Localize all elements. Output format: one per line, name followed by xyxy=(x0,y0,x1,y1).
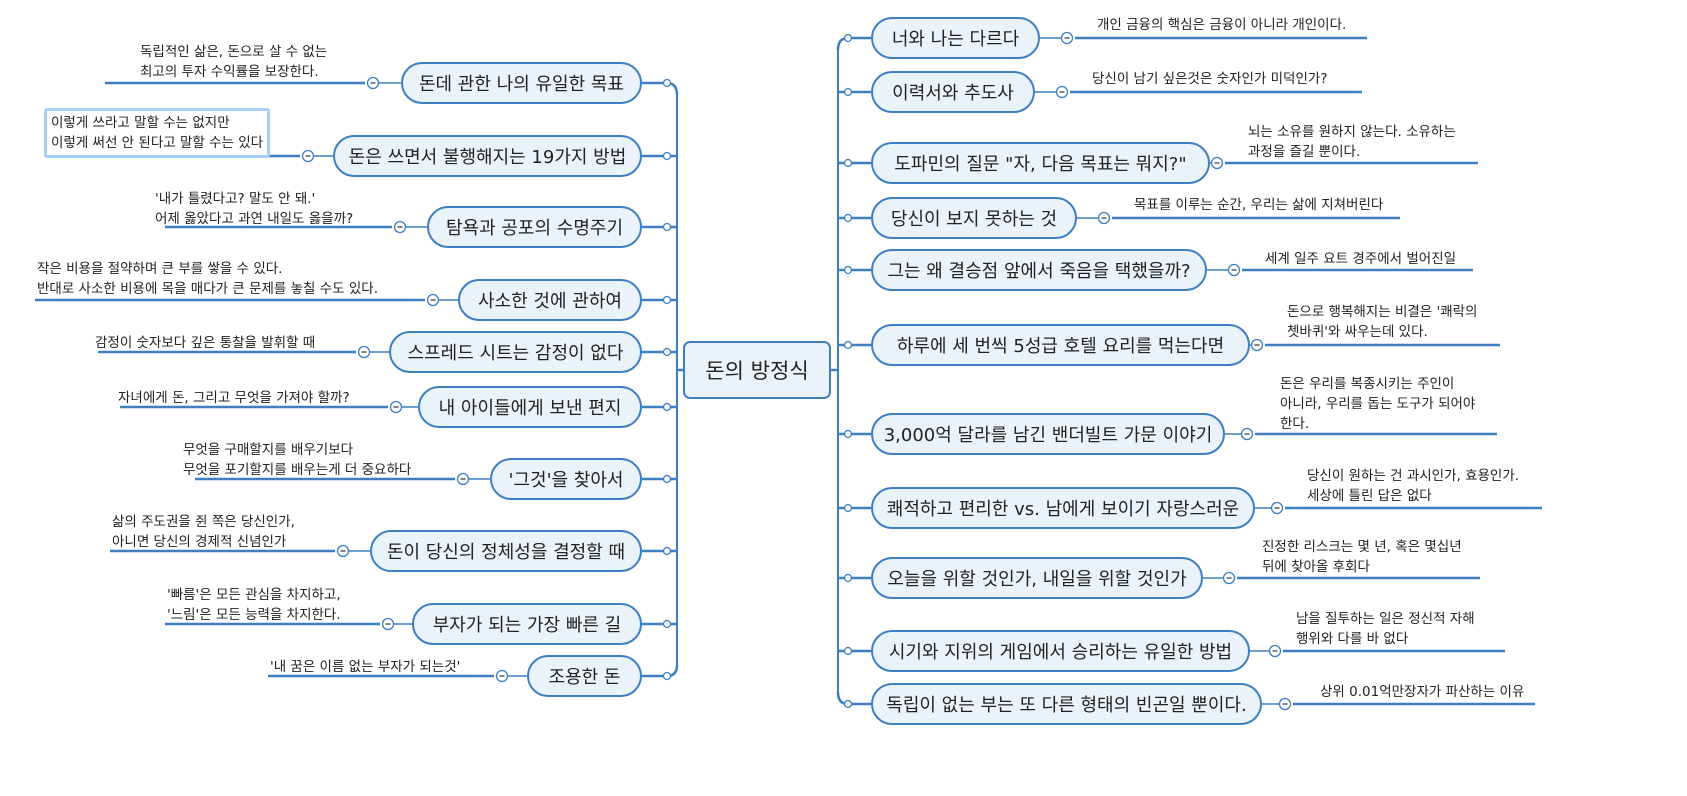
branch-handle[interactable] xyxy=(662,546,672,556)
branch-handle[interactable] xyxy=(662,402,672,412)
branch-connector xyxy=(836,36,871,51)
note-left-2[interactable]: 이렇게 쓰라고 말할 수는 없지만 이렇게 써선 안 된다고 말할 수는 있다 xyxy=(44,108,271,158)
note-right-8[interactable]: 당신이 원하는 건 과시인가, 효용인가. 세상에 틀린 답은 없다 xyxy=(1307,468,1520,504)
collapse-toggle[interactable] xyxy=(389,400,403,414)
branch-handle[interactable] xyxy=(662,78,672,88)
branch-handle[interactable] xyxy=(843,646,853,656)
topic-right-3[interactable]: 도파민의 질문 "자, 다음 목표는 뭐지?" xyxy=(871,142,1210,184)
note-right-2[interactable]: 당신이 남기 싶은것은 숫자인가 미덕인가? xyxy=(1092,71,1328,87)
branch-handle[interactable] xyxy=(662,151,672,161)
collapse-toggle[interactable] xyxy=(1210,156,1224,170)
branch-handle[interactable] xyxy=(843,429,853,439)
collapse-toggle[interactable] xyxy=(1268,644,1282,658)
branch-handle[interactable] xyxy=(843,158,853,168)
collapse-toggle[interactable] xyxy=(1270,501,1284,515)
note-right-9[interactable]: 진정한 리스크는 몇 년, 혹은 몇십년 뒤에 찾아올 후회다 xyxy=(1262,539,1462,575)
collapse-toggle[interactable] xyxy=(1227,263,1241,277)
note-right-10[interactable]: 남을 질투하는 일은 정신적 자해 행위와 다를 바 없다 xyxy=(1296,611,1475,647)
note-left-8[interactable]: 삶의 주도권을 쥔 쪽은 당신인가, 아니면 당신의 경제적 신념인가 xyxy=(112,514,295,550)
note-right-3[interactable]: 뇌는 소유를 원하지 않는다. 소유하는 과정을 즐길 뿐이다. xyxy=(1248,124,1456,160)
topic-left-8[interactable]: 돈이 당신의 정체성을 결정할 때 xyxy=(370,530,642,572)
topic-right-8[interactable]: 쾌적하고 편리한 vs. 남에게 보이기 자랑스러운 xyxy=(871,487,1255,529)
collapse-toggle[interactable] xyxy=(1055,85,1069,99)
central-topic[interactable]: 돈의 방정식 xyxy=(683,341,831,399)
topic-right-6[interactable]: 하루에 세 번씩 5성급 호텔 요리를 먹는다면 xyxy=(871,324,1250,366)
branch-handle[interactable] xyxy=(662,222,672,232)
branch-connector xyxy=(642,664,679,678)
collapse-toggle[interactable] xyxy=(381,617,395,631)
branch-handle[interactable] xyxy=(843,340,853,350)
note-right-4[interactable]: 목표를 이루는 순간, 우리는 삶에 지쳐버린다 xyxy=(1134,197,1384,213)
branch-connector xyxy=(836,691,871,706)
topic-right-10[interactable]: 시기와 지위의 게임에서 승리하는 유일한 방법 xyxy=(871,630,1250,672)
topic-right-2[interactable]: 이력서와 추도사 xyxy=(871,71,1035,113)
collapse-toggle[interactable] xyxy=(393,220,407,234)
branch-handle[interactable] xyxy=(662,347,672,357)
branch-handle[interactable] xyxy=(662,619,672,629)
collapse-toggle[interactable] xyxy=(357,345,371,359)
note-left-1[interactable]: 독립적인 삶은, 돈으로 살 수 없는 최고의 투자 수익률을 보장한다. xyxy=(140,44,328,80)
note-left-3[interactable]: '내가 틀렸다고? 말도 안 돼.' 어제 옳았다고 과연 내일도 옳을까? xyxy=(155,191,354,227)
collapse-toggle[interactable] xyxy=(1222,571,1236,585)
topic-right-4[interactable]: 당신이 보지 못하는 것 xyxy=(871,197,1077,239)
topic-right-9[interactable]: 오늘을 위할 것인가, 내일을 위할 것인가 xyxy=(871,557,1203,599)
topic-right-5[interactable]: 그는 왜 결승점 앞에서 죽음을 택했을까? xyxy=(871,249,1207,291)
topic-left-7[interactable]: '그것'을 찾아서 xyxy=(490,458,642,500)
branch-handle[interactable] xyxy=(662,474,672,484)
topic-left-5[interactable]: 스프레드 시트는 감정이 없다 xyxy=(389,331,642,373)
note-left-7[interactable]: 무엇을 구매할지를 배우기보다 무엇을 포기할지를 배우는게 더 중요하다 xyxy=(183,442,412,478)
branch-handle[interactable] xyxy=(843,265,853,275)
topic-left-1[interactable]: 돈데 관한 나의 유일한 목표 xyxy=(401,62,642,104)
branch-handle[interactable] xyxy=(843,87,853,97)
branch-handle[interactable] xyxy=(843,573,853,583)
collapse-toggle[interactable] xyxy=(1060,31,1074,45)
note-left-6[interactable]: 자녀에게 돈, 그리고 무엇을 가져야 할까? xyxy=(118,390,350,406)
note-right-5[interactable]: 세계 일주 요트 경주에서 벌어진일 xyxy=(1265,251,1457,267)
topic-left-2[interactable]: 돈은 쓰면서 불행해지는 19가지 방법 xyxy=(333,135,642,177)
collapse-toggle[interactable] xyxy=(426,293,440,307)
branch-handle[interactable] xyxy=(843,699,853,709)
collapse-toggle[interactable] xyxy=(1240,427,1254,441)
topic-right-11[interactable]: 독립이 없는 부는 또 다른 형태의 빈곤일 뿐이다. xyxy=(871,683,1262,725)
collapse-toggle[interactable] xyxy=(456,472,470,486)
branch-handle[interactable] xyxy=(843,503,853,513)
collapse-toggle[interactable] xyxy=(366,76,380,90)
collapse-toggle[interactable] xyxy=(495,669,509,683)
collapse-toggle[interactable] xyxy=(336,544,350,558)
collapse-toggle[interactable] xyxy=(1278,697,1292,711)
note-left-10[interactable]: '내 꿈은 이름 없는 부자가 되는것' xyxy=(270,659,461,675)
note-left-4[interactable]: 작은 비용을 절약하며 큰 부를 쌓을 수 있다. 반대로 사소한 비용에 목을… xyxy=(37,261,378,297)
topic-left-6[interactable]: 내 아이들에게 보낸 편지 xyxy=(418,386,642,428)
note-left-9[interactable]: '빠름'은 모든 관심을 차지하고, '느림'은 모든 능력을 차지한다. xyxy=(167,587,341,623)
topic-left-3[interactable]: 탐욕과 공포의 수명주기 xyxy=(427,206,642,248)
note-right-11[interactable]: 상위 0.01억만장자가 파산하는 이유 xyxy=(1320,684,1525,700)
collapse-toggle[interactable] xyxy=(1250,338,1264,352)
branch-handle[interactable] xyxy=(662,295,672,305)
note-left-5[interactable]: 감정이 숫자보다 깊은 통찰을 발휘할 때 xyxy=(95,335,316,351)
topic-right-1[interactable]: 너와 나는 다르다 xyxy=(871,17,1040,59)
branch-handle[interactable] xyxy=(843,33,853,43)
note-right-1[interactable]: 개인 금융의 핵심은 금융이 아니라 개인이다. xyxy=(1097,17,1347,33)
branch-connector xyxy=(642,81,679,96)
topic-right-7[interactable]: 3,000억 달라를 남긴 밴더빌트 가문 이야기 xyxy=(871,413,1225,455)
note-right-6[interactable]: 돈으로 행복해지는 비결은 '쾌락의 쳇바퀴'와 싸우는데 있다. xyxy=(1287,304,1478,340)
topic-left-4[interactable]: 사소한 것에 관하여 xyxy=(458,279,642,321)
note-right-7[interactable]: 돈은 우리를 복종시키는 주인이 아니라, 우리를 돕는 도구가 되어야 한다. xyxy=(1280,376,1476,432)
collapse-toggle[interactable] xyxy=(301,149,315,163)
branch-handle[interactable] xyxy=(843,213,853,223)
collapse-toggle[interactable] xyxy=(1097,211,1111,225)
branch-handle[interactable] xyxy=(662,671,672,681)
topic-left-10[interactable]: 조용한 돈 xyxy=(527,655,642,697)
topic-left-9[interactable]: 부자가 되는 가장 빠른 길 xyxy=(412,603,642,645)
